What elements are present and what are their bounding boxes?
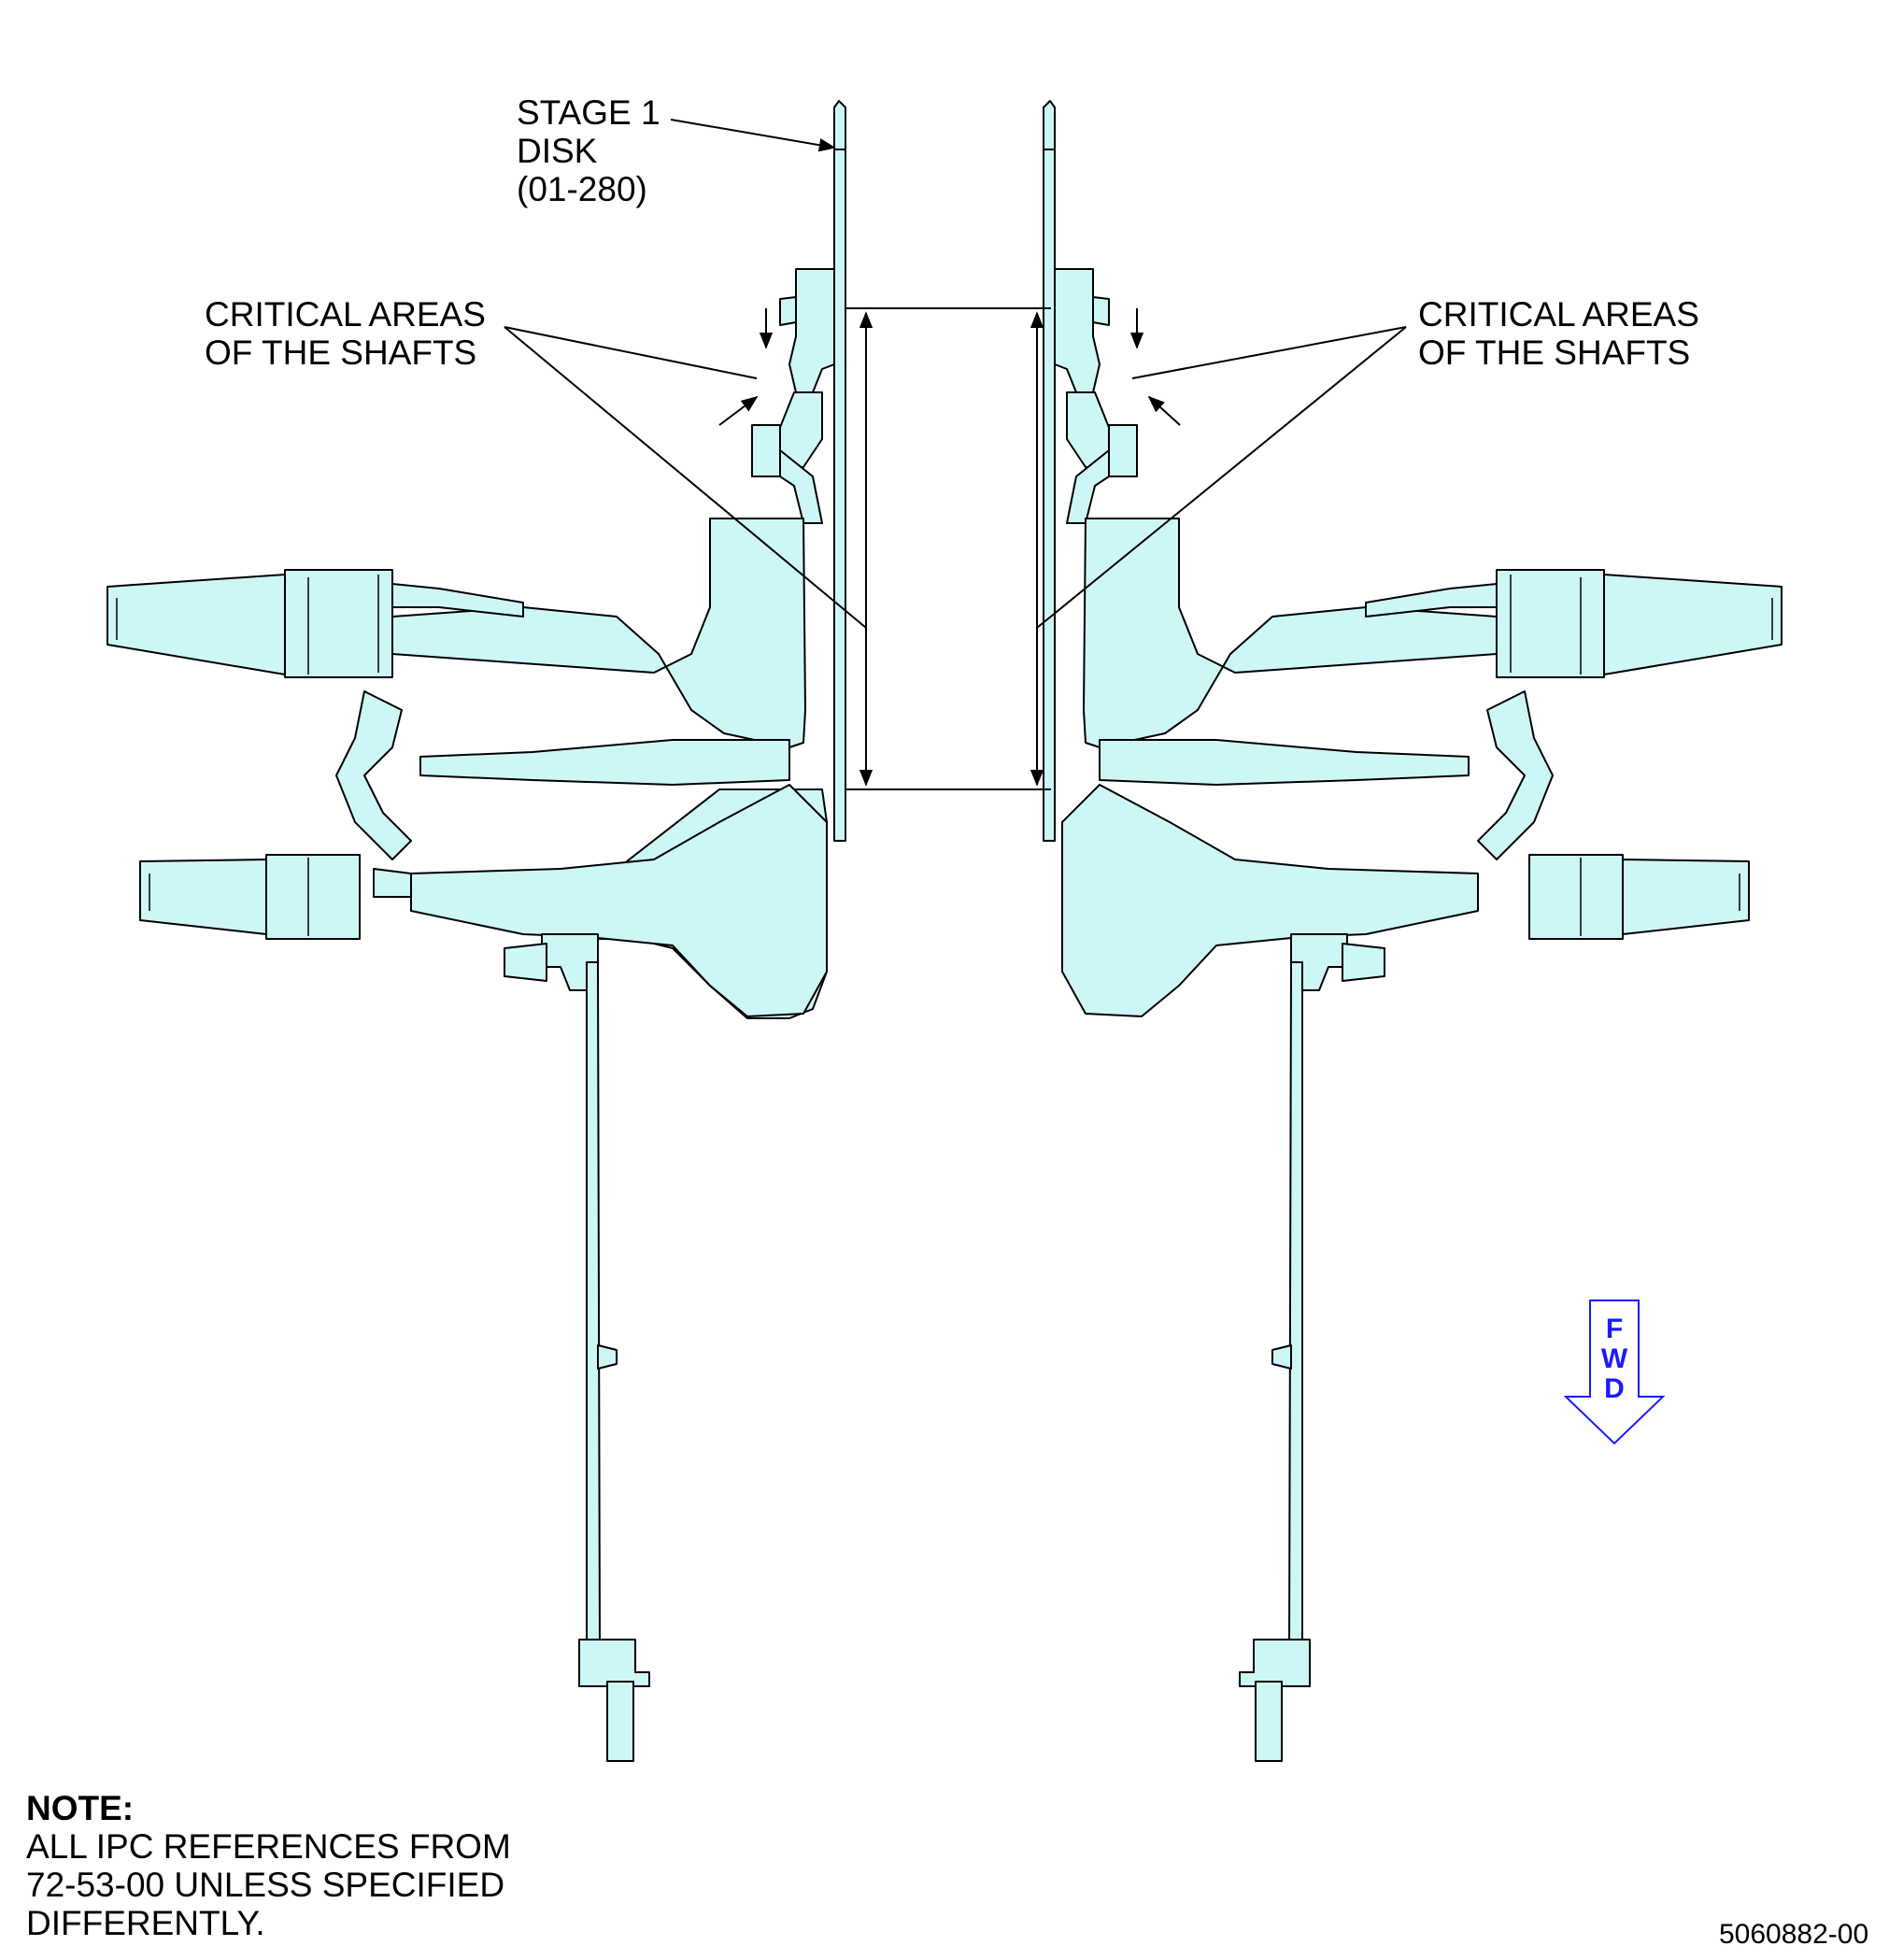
fwd-letter-d: D (1604, 1373, 1625, 1404)
stage1-disk-web (833, 107, 846, 842)
shaft-aft-flange (578, 1639, 650, 1687)
stage1-disk-hub (391, 518, 806, 748)
critical-right-line2: OF THE SHAFTS (1418, 334, 1691, 372)
shaft-aft-flange (1239, 1639, 1311, 1687)
stage2-hub-body (410, 784, 828, 1017)
stage1-disk-rim (833, 100, 846, 150)
critical-left-leader-2 (504, 326, 867, 629)
shaft-boss (597, 1344, 618, 1370)
critical-right-line1: CRITICAL AREAS (1418, 295, 1699, 334)
stage1-platform (1365, 583, 1498, 618)
upper-seal-housing (1054, 268, 1101, 393)
critical-areas-left-label: CRITICAL AREAS OF THE SHAFTS (205, 295, 486, 372)
fwd-letter-w: W (1600, 1343, 1628, 1374)
dimension-lines (845, 307, 1051, 790)
stage1-disk-web (1043, 107, 1056, 842)
critical-left-line1: CRITICAL AREAS (205, 295, 486, 334)
upper-seal-housing (788, 268, 835, 393)
note-block: NOTE: ALL IPC REFERENCES FROM 72-53-00 U… (26, 1789, 511, 1942)
aft-shaft (586, 961, 601, 1645)
lower-seal-arm (1342, 943, 1385, 982)
critical-right-leader-2 (1036, 326, 1407, 629)
left-half-section (107, 100, 846, 1762)
bolt-flange-upper (751, 424, 781, 477)
shaft-aft-tube (1255, 1681, 1283, 1762)
shaft-boss (1271, 1344, 1292, 1370)
stage2-hub-body (1061, 784, 1479, 1017)
stage2-blade-root (265, 854, 361, 940)
spacer-arm (335, 690, 412, 860)
spacer-arm (1477, 690, 1554, 860)
note-title: NOTE: (26, 1789, 135, 1827)
stage2-blade-root (1528, 854, 1624, 940)
stage1-platform (391, 583, 524, 618)
note-line1: ALL IPC REFERENCES FROM (26, 1827, 511, 1866)
critical-right-leader-1 (1131, 326, 1407, 379)
stage1-disk-label-line1: STAGE 1 (517, 93, 660, 132)
figure-number: 5060882-00 (1719, 1919, 1869, 1950)
note-line2: 72-53-00 UNLESS SPECIFIED (26, 1866, 505, 1904)
stage1-disk-label-line2: DISK (517, 132, 598, 170)
stage1-disk-rim (1043, 100, 1056, 150)
lower-seal-arm (504, 943, 547, 982)
stage1-blade (107, 574, 286, 675)
critical-left-leader-1 (504, 326, 758, 379)
shaft-aft-tube (606, 1681, 634, 1762)
stage2-blade (1622, 859, 1750, 935)
blade-details (116, 575, 1773, 936)
fwd-letter-f: F (1605, 1314, 1624, 1344)
critical-left-line2: OF THE SHAFTS (205, 334, 477, 372)
seal-bracket (1092, 296, 1110, 326)
fwd-indicator: F W D (1562, 1299, 1667, 1448)
fwd-arrow-icon (1563, 1300, 1666, 1445)
stage1-blade-root (1496, 569, 1605, 678)
stage1-blade (1603, 574, 1782, 675)
bolt-flange-upper (1108, 424, 1138, 477)
note-line3: DIFFERENTLY. (26, 1904, 265, 1942)
stage2-blade (139, 859, 267, 935)
critical-areas-right-label: CRITICAL AREAS OF THE SHAFTS (1418, 295, 1699, 372)
right-half-section (1043, 100, 1782, 1762)
stage1-disk-label: STAGE 1 DISK (01-280) (517, 93, 660, 208)
aft-shaft (1288, 961, 1303, 1645)
interstage-spacer (1099, 739, 1470, 786)
stage1-blade-root (284, 569, 393, 678)
seal-bracket (779, 296, 797, 326)
leader-lines (504, 119, 1407, 629)
stage1-disk-leader (670, 119, 836, 152)
stage1-disk-label-line3: (01-280) (517, 170, 647, 208)
interstage-spacer (419, 739, 790, 786)
stage1-disk-hub (1083, 518, 1498, 748)
